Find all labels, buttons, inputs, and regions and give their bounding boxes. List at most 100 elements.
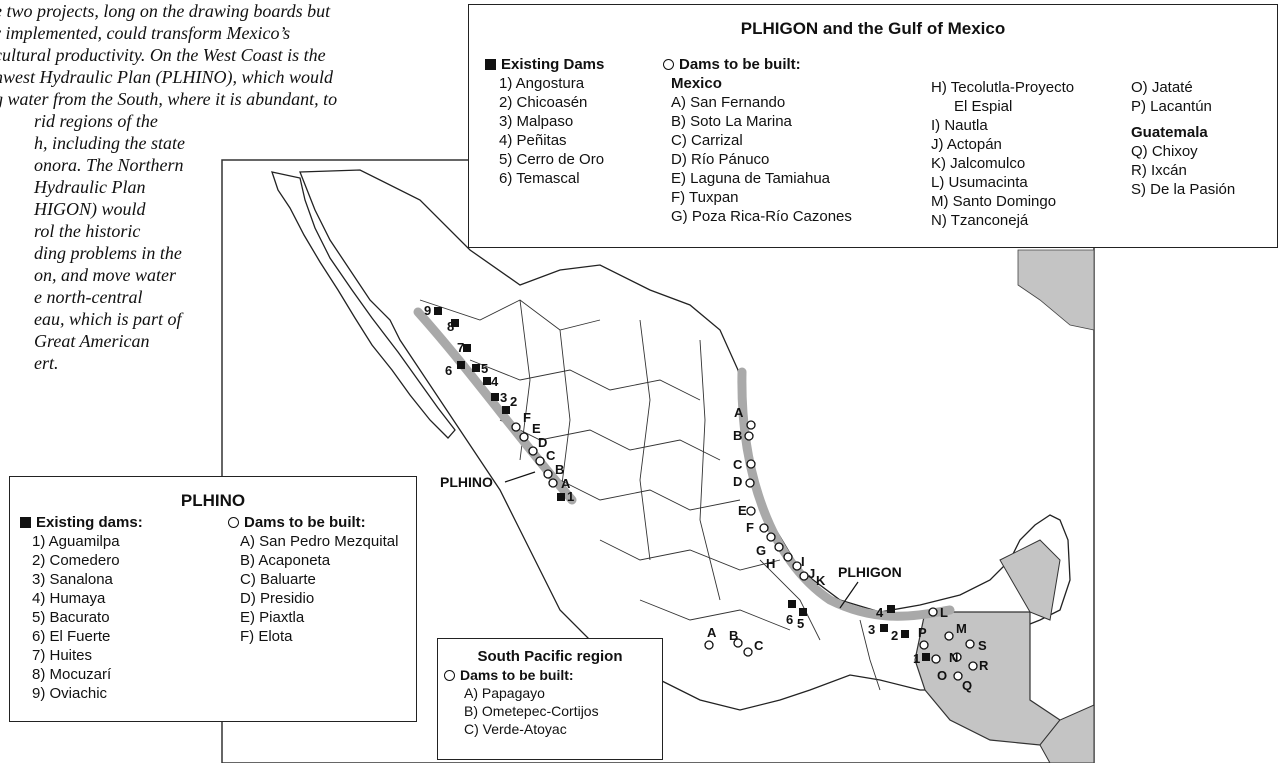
- plhino-existing-5-marker: [472, 364, 480, 372]
- list-item: C) Verde-Atoyac: [464, 721, 567, 737]
- plhigon-existing-header: Existing Dams: [485, 55, 604, 74]
- list-item: O) Jataté: [1131, 79, 1193, 96]
- honduras-region: [1039, 704, 1095, 763]
- list-item: C) Carrizal: [671, 132, 743, 149]
- list-item: J) Actopán: [931, 136, 1002, 153]
- intro-line: r implemented, could transform Mexico’s: [0, 23, 291, 43]
- list-item: E) Laguna de Tamiahua: [671, 170, 831, 187]
- intro-line: hwest Hydraulic Plan (PLHINO), which wou…: [0, 67, 333, 87]
- list-item: R) Ixcán: [1131, 162, 1187, 179]
- list-item: P) Lacantún: [1131, 98, 1212, 115]
- gulf-new-M-marker: [944, 631, 954, 641]
- gulf-new-G-label: G: [756, 543, 766, 558]
- list-item: H) Tecolutla-Proyecto: [931, 79, 1075, 96]
- label-plhino-leader: [504, 471, 536, 483]
- plhigon-route: [737, 367, 955, 621]
- belize-region: [999, 539, 1061, 621]
- list-item: L) Usumacinta: [931, 174, 1028, 191]
- gulf-existing-6-marker: [788, 600, 796, 608]
- list-item: B) Ometepec-Cortijos: [464, 703, 599, 719]
- gulf-new-R-label: R: [979, 658, 989, 673]
- plhino-existing-column: Existing dams: 1) Aguamilpa 2) Comedero …: [20, 513, 143, 703]
- plhino-new-C-marker: [535, 456, 545, 466]
- plhino-route: [413, 307, 577, 505]
- plhino-legend-title: PLHINO: [180, 491, 246, 510]
- plhino-existing-2-label: 2: [510, 394, 517, 409]
- plhino-existing-6-marker: [457, 361, 465, 369]
- list-item: 1) Angostura: [499, 75, 585, 92]
- list-item: 6) Temascal: [499, 170, 580, 187]
- list-item: 4) Peñitas: [499, 132, 567, 149]
- gulf-existing-2-marker: [901, 630, 909, 638]
- gulf-new-Q-label: Q: [962, 678, 972, 693]
- plhino-existing-3-label: 3: [500, 390, 507, 405]
- gulf-new-A-marker: [746, 420, 756, 430]
- gulf-existing-5-label: 5: [797, 616, 804, 631]
- gulf-new-D-label: D: [733, 474, 742, 489]
- list-item: I) Nautla: [931, 117, 988, 134]
- gulf-new-N-marker: [952, 652, 962, 662]
- south-new-B-marker: [733, 638, 743, 648]
- south-tobuilt-header: Dams to be built:: [444, 666, 662, 684]
- plhino-new-C-label: C: [546, 448, 556, 463]
- plhino-existing-7-marker: [463, 344, 471, 352]
- list-item: El Espial: [954, 98, 1013, 115]
- intro-text: e two projects, long on the drawing boar…: [0, 0, 474, 374]
- circle-icon: [444, 670, 455, 681]
- plhino-new-E-label: E: [532, 421, 541, 436]
- list-item: N) Tzanconejá: [931, 212, 1029, 229]
- list-item: 7) Huites: [32, 647, 93, 664]
- plhino-new-F-label: F: [523, 410, 531, 425]
- intro-line: g water from the South, where it is abun…: [0, 89, 338, 109]
- gulf-new-J-marker: [792, 561, 802, 571]
- list-item: 3) Malpaso: [499, 113, 574, 130]
- list-item: 2) Comedero: [32, 552, 120, 569]
- gulf-new-H-marker: [774, 542, 784, 552]
- gulf-new-C-marker: [746, 459, 756, 469]
- gulf-new-P-label: P: [918, 625, 927, 640]
- plhigon-column-4: O) Jataté P) Lacantún Guatemala Q) Chixo…: [1131, 78, 1235, 199]
- plhino-existing-1-marker: [557, 493, 565, 501]
- plhino-tobuilt-column: Dams to be built: A) San Pedro Mezquital…: [228, 513, 398, 646]
- gulf-existing-4-marker: [887, 605, 895, 613]
- list-item: F) Elota: [240, 628, 293, 645]
- plhino-existing-9-label: 9: [424, 303, 431, 318]
- plhino-new-E-marker: [519, 432, 529, 442]
- intro-line: eau, which is part of: [34, 309, 182, 329]
- plhino-existing-8-marker: [451, 319, 459, 327]
- plhino-existing-9-marker: [434, 307, 442, 315]
- intro-line: cultural productivity. On the West Coast…: [0, 45, 326, 65]
- intro-line: rol the historic: [34, 221, 141, 241]
- plhino-new-A-marker: [548, 478, 558, 488]
- label-plhigon-leader: [839, 581, 859, 609]
- list-item: B) Soto La Marina: [671, 113, 792, 130]
- gulf-new-C-label: C: [733, 457, 743, 472]
- label-plhino: PLHINO: [440, 474, 493, 490]
- plhino-existing-4-label: 4: [491, 374, 499, 389]
- list-item: 9) Oviachic: [32, 685, 108, 702]
- intro-line: Hydraulic Plan: [34, 177, 146, 197]
- list-item: A) Papagayo: [464, 685, 545, 701]
- gulf-existing-3-marker: [880, 624, 888, 632]
- gulf-new-F-marker: [759, 523, 769, 533]
- list-item: Q) Chixoy: [1131, 143, 1198, 160]
- gulf-new-S-label: S: [978, 638, 987, 653]
- gulf-new-O-label: O: [937, 668, 947, 683]
- guatemala-region: [914, 611, 1061, 746]
- gulf-new-G-marker: [766, 532, 776, 542]
- gulf-new-B-marker: [744, 431, 754, 441]
- intro-line: Great American: [34, 331, 150, 351]
- gulf-new-S-marker: [965, 639, 975, 649]
- gulf-new-I-marker: [783, 552, 793, 562]
- list-item: M) Santo Domingo: [931, 193, 1057, 210]
- south-new-C-marker: [743, 647, 753, 657]
- square-icon: [20, 517, 31, 528]
- list-item: 6) El Fuerte: [32, 628, 111, 645]
- list-item: F) Tuxpan: [671, 189, 739, 206]
- gulf-new-Q-marker: [953, 671, 963, 681]
- plhigon-legend-title: PLHIGON and the Gulf of Mexico: [740, 19, 1006, 38]
- list-item: 4) Humaya: [32, 590, 106, 607]
- list-item: D) Presidio: [240, 590, 315, 607]
- list-item: 5) Bacurato: [32, 609, 110, 626]
